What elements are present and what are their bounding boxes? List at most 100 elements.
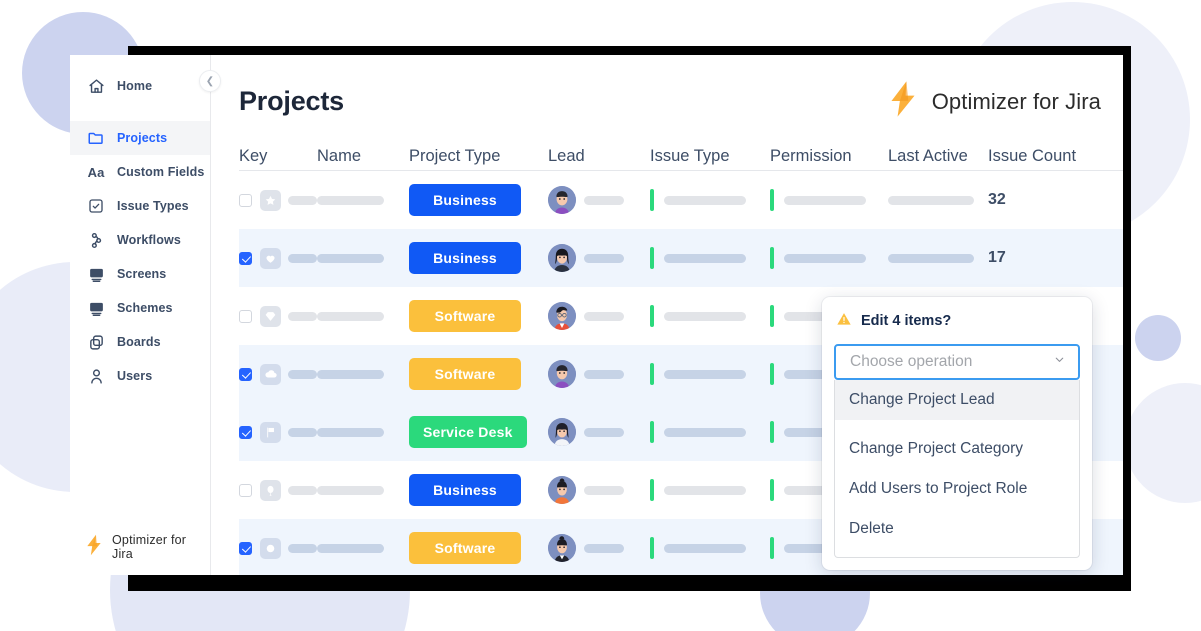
- cell-project-type: Software: [409, 358, 548, 390]
- permission-placeholder: [784, 195, 866, 205]
- sidebar-spacer: [70, 103, 210, 121]
- cell-issue-type: [650, 189, 770, 211]
- column-header-last-active[interactable]: Last Active: [888, 147, 968, 165]
- sidebar-item-schemes[interactable]: Schemes: [70, 291, 210, 325]
- issue-count-value: 17: [988, 249, 1006, 266]
- project-type-badge[interactable]: Business: [409, 184, 521, 216]
- cell-permission: [770, 189, 888, 211]
- column-header-lead[interactable]: Lead: [548, 147, 585, 165]
- row-checkbox[interactable]: [239, 193, 252, 207]
- avatar: [548, 418, 576, 446]
- operation-select-placeholder: Choose operation: [850, 353, 973, 370]
- row-checkbox[interactable]: [239, 309, 252, 323]
- cell-key: [239, 363, 317, 385]
- row-checkbox[interactable]: [239, 367, 252, 381]
- cell-name: [317, 427, 409, 437]
- status-bar-icon: [650, 247, 654, 269]
- status-bar-icon: [770, 189, 774, 211]
- column-header-issue-count[interactable]: Issue Count: [988, 147, 1077, 165]
- sidebar-item-projects[interactable]: Projects: [70, 121, 210, 155]
- lightning-bolt-icon: [84, 534, 104, 561]
- issue-type-placeholder: [664, 427, 746, 437]
- status-bar-icon: [650, 479, 654, 501]
- cell-name: [317, 311, 409, 321]
- sidebar-item-issue-types[interactable]: Issue Types: [70, 189, 210, 223]
- diamond-icon: [260, 305, 281, 327]
- home-icon: [86, 76, 106, 96]
- menu-item-delete[interactable]: Delete: [849, 520, 894, 537]
- name-placeholder: [317, 485, 384, 495]
- cell-issue-type: [650, 537, 770, 559]
- cell-name: [317, 195, 409, 205]
- project-type-badge[interactable]: Software: [409, 300, 521, 332]
- cell-project-type: Business: [409, 184, 548, 216]
- column-header-issue-type[interactable]: Issue Type: [650, 147, 730, 165]
- cell-issue-count: 32: [988, 191, 1058, 209]
- project-type-badge[interactable]: Service Desk: [409, 416, 527, 448]
- column-header-name[interactable]: Name: [317, 147, 362, 165]
- column-header-project-type[interactable]: Project Type: [409, 147, 501, 165]
- cell-key: [239, 247, 317, 269]
- column-header-key[interactable]: Key: [239, 147, 268, 165]
- star-icon: [260, 189, 281, 211]
- row-checkbox[interactable]: [239, 425, 252, 439]
- cell-issue-type: [650, 479, 770, 501]
- key-placeholder: [288, 485, 317, 495]
- project-type-badge[interactable]: Software: [409, 358, 521, 390]
- cell-lead: [548, 302, 650, 330]
- sidebar-item-screens[interactable]: Screens: [70, 257, 210, 291]
- lead-placeholder: [584, 253, 624, 263]
- row-checkbox[interactable]: [239, 251, 252, 265]
- avatar: [548, 360, 576, 388]
- cell-key: [239, 305, 317, 327]
- sidebar-item-label: Home: [117, 79, 153, 93]
- cell-last-active: [888, 253, 988, 263]
- project-type-badge[interactable]: Business: [409, 474, 521, 506]
- folder-icon: [86, 128, 106, 148]
- menu-item-change-project-lead[interactable]: Change Project Lead: [835, 380, 1079, 420]
- menu-separator: [835, 420, 1079, 429]
- sidebar-item-workflows[interactable]: Workflows: [70, 223, 210, 257]
- name-placeholder: [317, 427, 384, 437]
- status-bar-icon: [770, 479, 774, 501]
- avatar: [548, 476, 576, 504]
- lead-placeholder: [584, 427, 624, 437]
- status-bar-icon: [770, 305, 774, 327]
- avatar: [548, 302, 576, 330]
- sidebar-item-home[interactable]: Home: [70, 69, 210, 103]
- cell-issue-type: [650, 421, 770, 443]
- status-bar-icon: [650, 363, 654, 385]
- cell-lead: [548, 186, 650, 214]
- row-checkbox[interactable]: [239, 541, 252, 555]
- table-row[interactable]: Business 17: [239, 229, 1123, 287]
- cell-issue-count: 17: [988, 249, 1058, 267]
- popup-title-text: Edit 4 items?: [861, 313, 952, 329]
- issue-type-placeholder: [664, 195, 746, 205]
- checkbox-icon: [86, 196, 106, 216]
- key-placeholder: [288, 543, 317, 553]
- table-row[interactable]: Business 32: [239, 171, 1123, 229]
- sidebar-brand: Optimizer for Jira: [70, 533, 210, 561]
- name-placeholder: [317, 311, 384, 321]
- key-placeholder: [288, 311, 317, 321]
- issue-type-placeholder: [664, 369, 746, 379]
- operation-select[interactable]: Choose operation: [834, 344, 1080, 380]
- sidebar-item-boards[interactable]: Boards: [70, 325, 210, 359]
- cell-lead: [548, 244, 650, 272]
- column-header-permission[interactable]: Permission: [770, 147, 852, 165]
- row-checkbox[interactable]: [239, 483, 252, 497]
- project-type-badge[interactable]: Software: [409, 532, 521, 564]
- project-type-badge[interactable]: Business: [409, 242, 521, 274]
- sidebar-item-label: Boards: [117, 335, 161, 349]
- sidebar-collapse-button[interactable]: ❮: [199, 70, 221, 92]
- sidebar-item-custom-fields[interactable]: Aa Custom Fields: [70, 155, 210, 189]
- sidebar-item-label: Schemes: [117, 301, 173, 315]
- menu-item-change-project-category[interactable]: Change Project Category: [849, 440, 1024, 457]
- status-bar-icon: [770, 421, 774, 443]
- sidebar: Home Projects Aa Custom Fields: [70, 55, 221, 575]
- sidebar-item-users[interactable]: Users: [70, 359, 210, 393]
- table-header-row: Key Name Project Type Lead Issue Type Pe…: [239, 143, 1123, 171]
- warning-triangle-icon: [836, 311, 852, 331]
- bulk-edit-popup: Edit 4 items? Choose operation Change Pr…: [822, 297, 1092, 570]
- menu-item-add-users-to-project-role[interactable]: Add Users to Project Role: [849, 480, 1028, 497]
